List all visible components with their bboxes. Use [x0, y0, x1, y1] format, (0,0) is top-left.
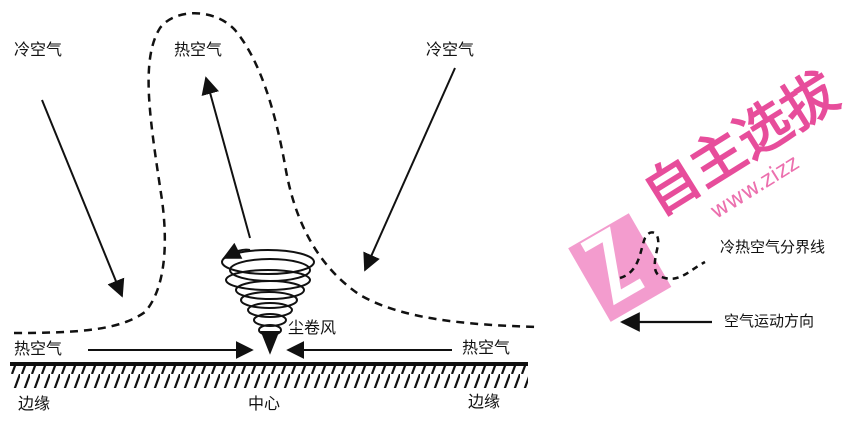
- ground-hatching: [10, 366, 528, 388]
- label-center: 中心: [248, 394, 281, 413]
- label-cold-air-left: 冷空气: [14, 40, 63, 59]
- arrow-cold-left: [41, 99, 125, 298]
- watermark-band: [568, 213, 672, 322]
- label-dust-devil: 尘卷风: [288, 318, 337, 337]
- arrow-hot-up: [201, 76, 251, 239]
- label-cold-air-right: 冷空气: [426, 40, 475, 59]
- legend-boundary-label: 冷热空气分界线: [720, 238, 826, 256]
- label-edge-left: 边缘: [18, 394, 51, 413]
- legend-air-motion-label: 空气运动方向: [724, 312, 815, 330]
- legend-boundary-sample: [619, 231, 706, 281]
- dust-devil-icon: [221, 242, 315, 355]
- arrow-cold-right: [363, 67, 456, 272]
- boundary-dashed-line: [13, 12, 541, 335]
- label-hot-air-left: 热空气: [14, 339, 63, 358]
- label-hot-air-top: 热空气: [174, 40, 223, 59]
- label-edge-right: 边缘: [468, 392, 501, 411]
- label-hot-air-right: 热空气: [462, 338, 511, 357]
